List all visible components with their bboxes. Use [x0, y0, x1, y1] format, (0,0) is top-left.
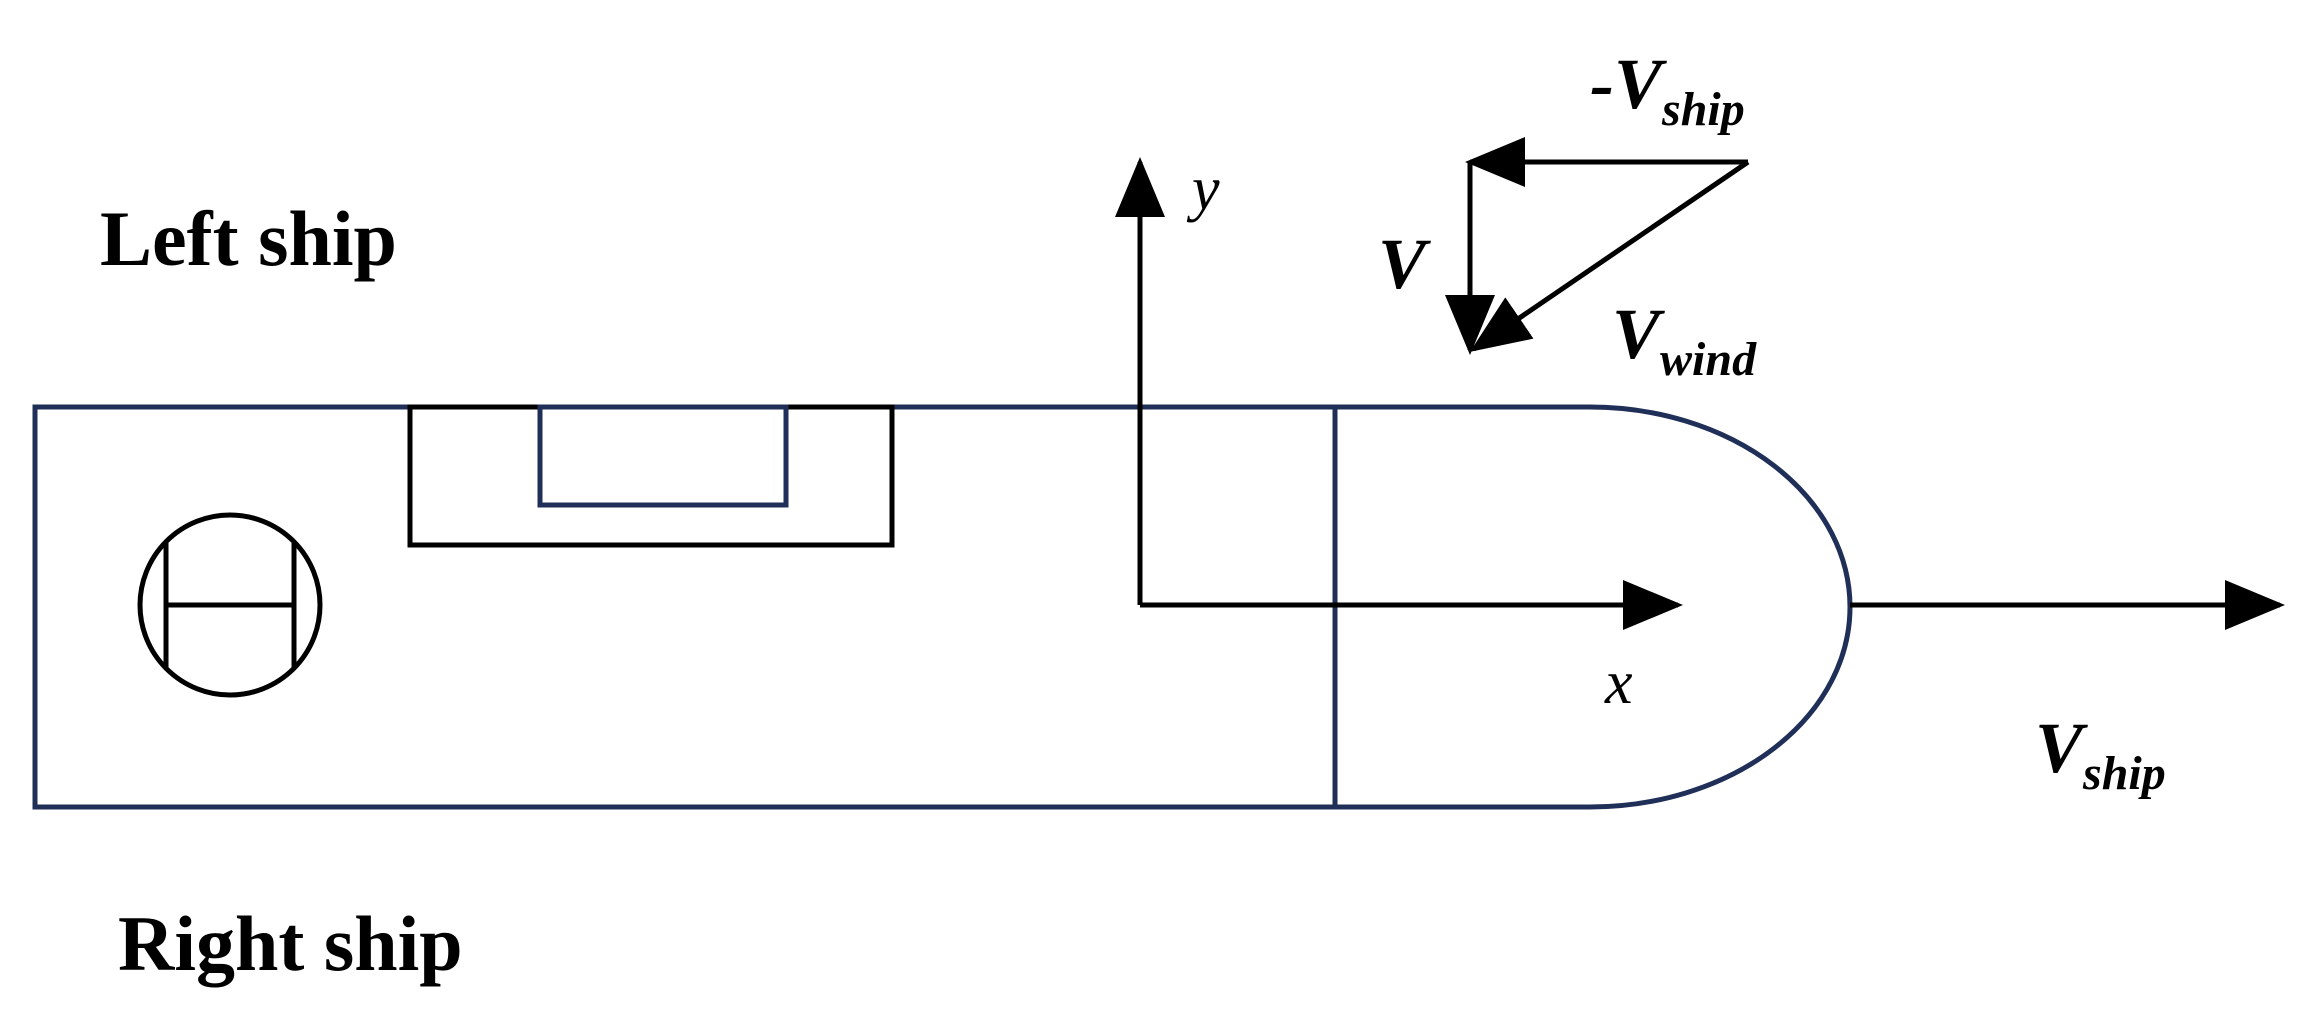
v-wind-arrow [1469, 159, 1750, 352]
deckhouse-inner [537, 404, 789, 508]
helipad-icon [137, 512, 323, 698]
ship-hull [32, 404, 1853, 810]
deckhouse-outer [407, 404, 895, 548]
neg-v-ship-label: -Vship [1590, 44, 1745, 136]
y-axis-label: y [1192, 155, 1220, 223]
x-axis-label: x [1605, 649, 1633, 717]
v-label: V [1378, 224, 1427, 304]
left-ship-label: Left ship [100, 195, 397, 282]
v-ship-label: Vship [2035, 708, 2166, 800]
right-ship-label: Right ship [118, 900, 463, 987]
v-wind-label: Vwind [1612, 294, 1757, 386]
